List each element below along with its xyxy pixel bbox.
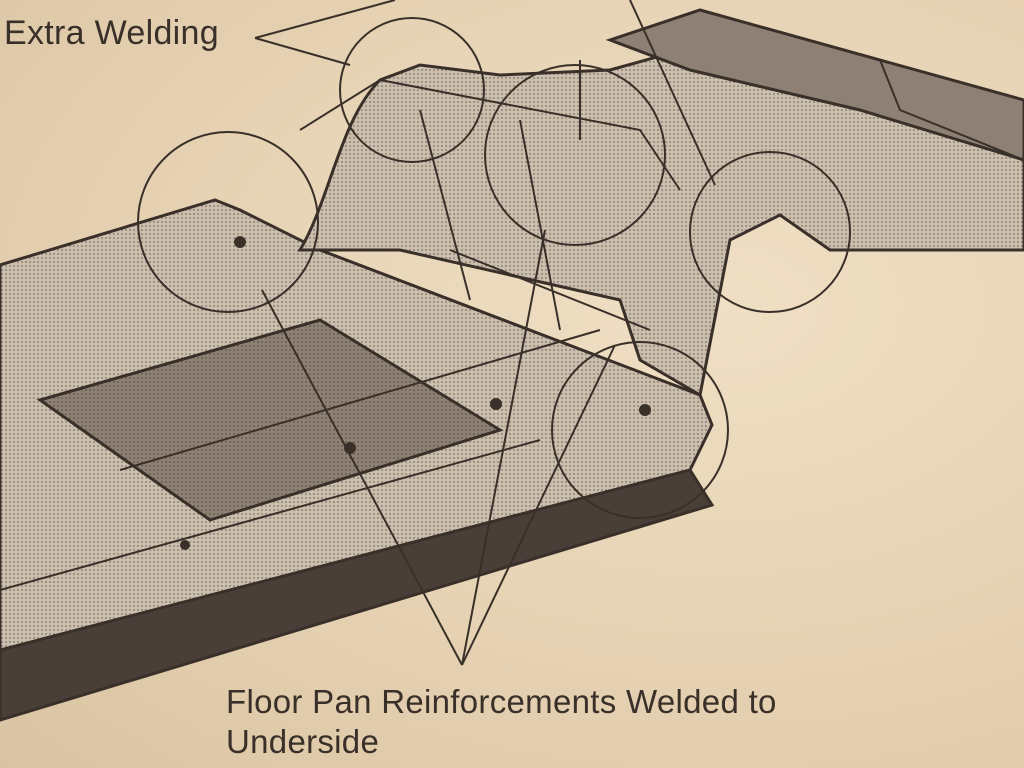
floor-pan-label-line-1: Floor Pan Reinforcements Welded to: [226, 683, 777, 720]
weld-circle-2: [339, 17, 485, 163]
floor-pan-label-line-2: Underside: [226, 723, 380, 760]
weld-circle-4: [689, 151, 851, 313]
extra-welding-leaders: [254, 0, 716, 186]
weld-circle-5: [551, 341, 729, 519]
extra-welding-label: Extra Welding: [4, 14, 219, 52]
floor-pan-reinforcements-label: Floor Pan Reinforcements Welded to Under…: [226, 682, 777, 762]
weld-circle-3: [484, 64, 666, 246]
weld-circle-1: [137, 131, 319, 313]
floor-pan-body: [0, 8, 1024, 722]
floor-pan-leaders: [261, 229, 616, 666]
